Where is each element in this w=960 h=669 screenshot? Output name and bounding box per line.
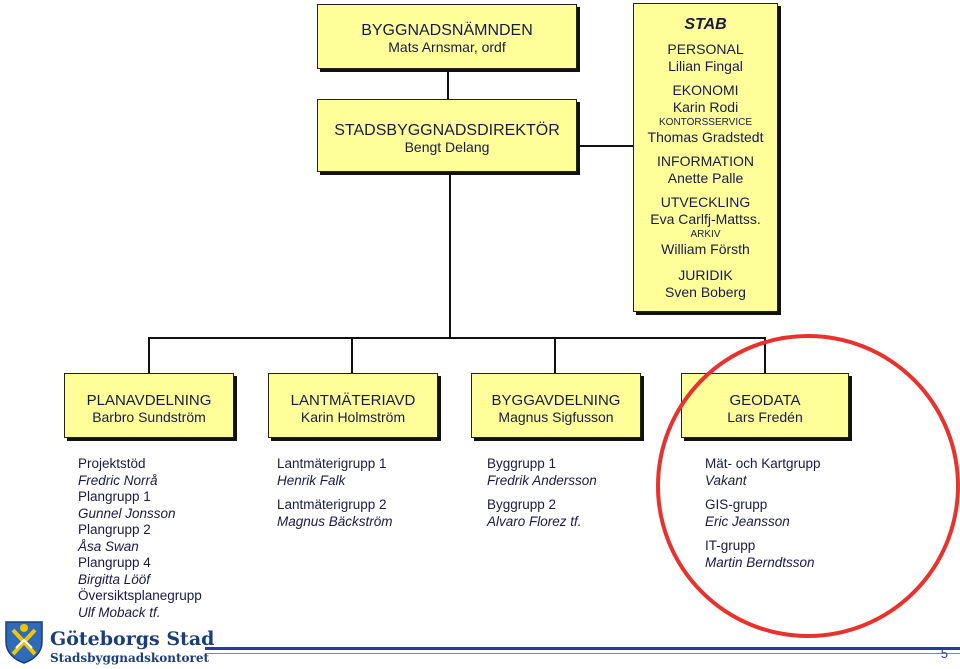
director-box: STADSBYGGNADSDIREKTÖR Bengt Delang <box>317 99 577 172</box>
group-name: Projektstöd <box>78 456 146 471</box>
group-person: Fredrik Andersson <box>487 472 597 488</box>
stab-role: KONTORSSERVICE <box>659 117 752 128</box>
dept-title: LANTMÄTERIAVD <box>290 392 416 409</box>
group-list-geo: Mät- och Kartgrupp Vakant GIS-grupp Eric… <box>705 456 821 571</box>
dept-title: PLANAVDELNING <box>86 392 212 409</box>
stab-role: ARKIV <box>690 229 721 240</box>
group-person: Ulf Moback tf. <box>78 604 161 620</box>
stab-person: Lilian Fingal <box>668 58 743 74</box>
connector-horizontal-bus <box>148 337 766 339</box>
group-name: IT-grupp <box>705 538 756 553</box>
stab-person: Thomas Gradstedt <box>647 129 764 145</box>
group-list-bygg: Byggrupp 1 Fredrik Andersson Byggrupp 2 … <box>487 456 597 530</box>
stab-person: Anette Palle <box>667 170 744 186</box>
board-person: Mats Arnsmar, ordf <box>388 39 506 55</box>
city-crest-icon <box>5 621 43 664</box>
group-name: Lantmäterigrupp 1 <box>277 456 387 471</box>
group-list-lant: Lantmäterigrupp 1 Henrik Falk Lantmäteri… <box>277 456 393 530</box>
group-person: Fredric Norrå <box>78 472 158 488</box>
stab-person: William Försth <box>661 241 750 257</box>
dept-title: BYGGAVDELNING <box>491 392 621 409</box>
connector-drop-lant <box>351 337 353 373</box>
connector-board-director <box>447 69 449 99</box>
group-name: Byggrupp 1 <box>487 456 557 471</box>
connector-drop-plan <box>148 337 150 373</box>
footer-bar <box>205 642 960 664</box>
stab-person: Karin Rodi <box>672 99 739 115</box>
stab-role: EKONOMI <box>672 82 739 98</box>
connector-director-stab <box>576 145 634 147</box>
group-name: Plangrupp 1 <box>78 489 151 504</box>
group-name: Översiktsplanegrupp <box>78 588 202 603</box>
group-person: Henrik Falk <box>277 472 346 488</box>
group-person: Birgitta Lööf <box>78 571 151 587</box>
stab-title: STAB <box>684 16 727 33</box>
goteborgs-stad-logo: Göteborgs Stad Stadsbyggnadskontoret <box>0 616 214 666</box>
group-name: Plangrupp 2 <box>78 522 151 537</box>
stab-person: Eva Carlfj-Mattss. <box>650 211 761 227</box>
connector-director-down <box>449 172 451 338</box>
dept-box-plan: PLANAVDELNING Barbro Sundström <box>64 373 234 438</box>
dept-head: Karin Holmström <box>300 409 406 425</box>
office-name: Stadsbyggnadskontoret <box>50 651 210 665</box>
stab-box: STAB PERSONAL Lilian Fingal EKONOMI Kari… <box>633 3 778 312</box>
group-person: Alvaro Florez tf. <box>487 513 582 529</box>
group-person: Vakant <box>705 472 747 488</box>
stab-role: JURIDIK <box>678 267 733 283</box>
group-name: Lantmäterigrupp 2 <box>277 497 387 512</box>
connector-drop-bygg <box>554 337 556 373</box>
group-name: Mät- och Kartgrupp <box>705 456 821 471</box>
board-title: BYGGNADSNÄMNDEN <box>361 22 533 39</box>
brand-name: Göteborgs Stad <box>50 628 215 650</box>
group-person: Gunnel Jonsson <box>78 505 176 521</box>
dept-head: Magnus Sigfusson <box>498 409 614 425</box>
dept-box-bygg: BYGGAVDELNING Magnus Sigfusson <box>471 373 641 438</box>
stab-person: Sven Boberg <box>665 284 746 300</box>
group-name: Plangrupp 4 <box>78 555 151 570</box>
highlight-circle <box>656 334 960 638</box>
stab-role: UTVECKLING <box>660 194 751 210</box>
group-person: Magnus Bäckström <box>277 513 393 529</box>
dept-head: Barbro Sundström <box>92 409 206 425</box>
group-person: Åsa Swan <box>78 538 139 554</box>
dept-box-lant: LANTMÄTERIAVD Karin Holmström <box>268 373 438 438</box>
stab-role: INFORMATION <box>657 153 754 169</box>
director-person: Bengt Delang <box>404 139 490 155</box>
board-box: BYGGNADSNÄMNDEN Mats Arnsmar, ordf <box>317 4 577 69</box>
director-title: STADSBYGGNADSDIREKTÖR <box>334 122 560 139</box>
footer-line-graphic <box>205 647 960 654</box>
stab-role: PERSONAL <box>667 41 744 57</box>
group-name: GIS-grupp <box>705 497 768 512</box>
group-person: Martin Berndtsson <box>705 554 815 570</box>
group-list-plan: Projektstöd Fredric Norrå Plangrupp 1 Gu… <box>78 456 202 621</box>
group-person: Eric Jeansson <box>705 513 790 529</box>
group-name: Byggrupp 2 <box>487 497 557 512</box>
page-number: 5 <box>940 646 948 661</box>
